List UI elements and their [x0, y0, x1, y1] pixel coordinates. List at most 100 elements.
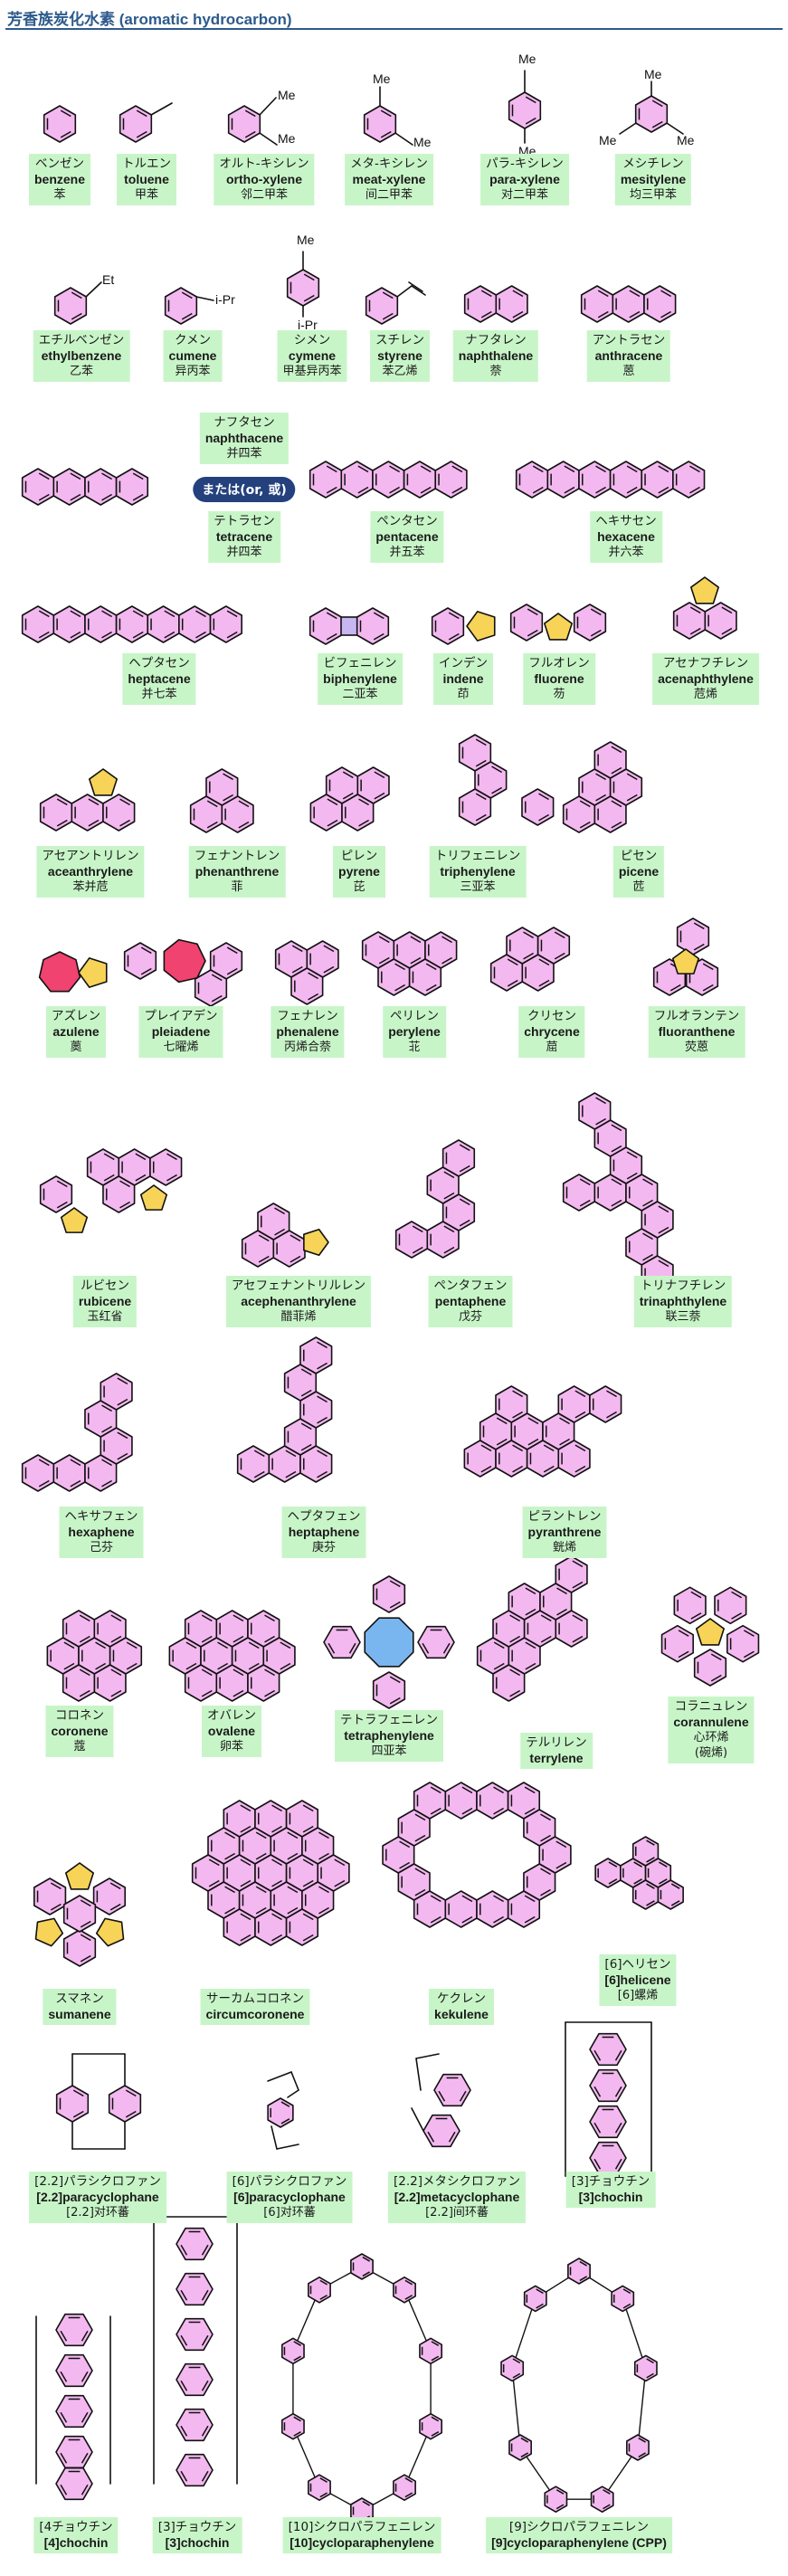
label-pentaphene-en: pentaphene: [434, 1294, 507, 1308]
helicene-structure: [594, 1836, 684, 1910]
label-hexacene-en: hexacene: [597, 529, 655, 544]
methyl-label: Me: [518, 52, 536, 66]
label-pxylene-en: para-xylene: [489, 172, 560, 186]
label-mxylene-cn: 间二甲苯: [365, 188, 413, 202]
pyrene-structure: [309, 766, 390, 832]
label-fluoranthene-en: fluoranthene: [658, 1024, 736, 1039]
label-anthracene-cn: 蒽: [622, 365, 635, 378]
label-anthracene-ja: アントラセン: [592, 333, 666, 347]
label-cymene-en: cymene: [288, 348, 337, 363]
pentaphene-structure: [394, 1139, 476, 1259]
label-corannulene-en: corannulene: [673, 1715, 749, 1729]
label-kekulene-ja: ケクレン: [437, 1991, 486, 2006]
label-chochin3a-ja: [3]チョウチン: [571, 2174, 650, 2189]
label-mxylene-en: meat-xylene: [352, 172, 426, 186]
label-pc22-ja: [2.2]パラシクロファン: [34, 2174, 161, 2189]
methyl-label: Me: [677, 133, 695, 147]
rubicene-structure: [39, 1148, 183, 1233]
page-header: 芳香族炭化水素 (aromatic hydrocarbon): [0, 0, 788, 31]
label-rubicene-ja: ルビセン: [80, 1278, 129, 1293]
label-perylene-en: perylene: [388, 1024, 441, 1039]
label-mc22: [2.2]メタシクロファン[2.2]metacyclophane[2.2]间环蕃: [387, 2172, 527, 2223]
label-naphthalene-en: naphthalene: [458, 348, 534, 363]
mc22-structure: [411, 2053, 471, 2148]
acephenanthrylene-structure: [241, 1202, 329, 1268]
label-picene-cn: 苉: [632, 880, 645, 894]
methyl-label: Me: [373, 71, 391, 86]
label-pxylene-cn: 对二甲苯: [500, 188, 548, 202]
coronene-structure: [46, 1610, 143, 1702]
label-ovalene-en: ovalene: [207, 1724, 256, 1738]
fluoranthene-structure: [652, 917, 719, 996]
label-cumene-cn: 异丙苯: [175, 365, 211, 378]
label-cumene-en: cumene: [168, 348, 217, 363]
label-toluene-cn: 甲苯: [134, 188, 158, 202]
label-acenaphthylene-ja: アセナフチレン: [662, 656, 749, 670]
picene-structure: [562, 741, 643, 833]
pc6-structure: [267, 2071, 299, 2150]
label-benzene-cn: 苯: [53, 188, 66, 202]
label-chochin3b-en: [3]chochin: [165, 2535, 230, 2550]
label-tetraphenylene-cn: 四亚苯: [371, 1744, 407, 1758]
label-azulene-ja: アズレン: [52, 1009, 100, 1023]
label-chochin3b-ja: [3]チョウチン: [157, 2520, 237, 2534]
label-cpp10-en: [10]cycloparaphenylene: [290, 2535, 434, 2550]
label-triphenylene-cn: 三亚苯: [460, 880, 496, 894]
label-hexaphene-cn: 己芬: [89, 1541, 113, 1554]
label-cpp9-en: [9]cycloparaphenylene (CPP): [491, 2535, 667, 2550]
label-heptaphene-ja: ヘプタフェン: [287, 1509, 361, 1524]
azulene-structure: [38, 951, 108, 993]
isopropyl-label: i-Pr: [298, 318, 318, 332]
label-hexaphene-ja: ヘキサフェン: [64, 1509, 138, 1524]
label-pleiadene-ja: プレイアデン: [144, 1009, 218, 1023]
cpp10-structure: [280, 2253, 443, 2524]
label-ethylbenzene-cn: 乙苯: [69, 365, 93, 378]
label-chochin4: [4チョウチン[4]chochin: [33, 2517, 119, 2553]
aceanthrylene-structure: [39, 768, 136, 832]
label-perylene-cn: 苝: [408, 1041, 421, 1054]
label-pleiadene-cn: 七曜烯: [163, 1041, 199, 1054]
heptacene-structure: [21, 605, 242, 643]
label-chrycene-en: chrycene: [524, 1024, 580, 1039]
tetracene-structure: [21, 468, 149, 506]
label-pyrene-ja: ピレン: [340, 849, 378, 863]
label-biphenylene-ja: ビフェニレン: [323, 656, 397, 670]
toluene-structure: [119, 102, 173, 143]
label-cpp10: [10]シクロパラフェニレン[10]cycloparaphenylene: [282, 2517, 441, 2553]
label-pc22-en: [2.2]paracyclophane: [36, 2190, 159, 2204]
label-helicene-en: [6]helicene: [604, 1972, 671, 1987]
label-chochin4-ja: [4チョウチン: [39, 2520, 113, 2534]
or-badge: または(or, 或): [193, 477, 296, 502]
label-corannulene-cn2: (碗烯): [694, 1746, 728, 1760]
methyl-label: Me: [278, 131, 296, 146]
pleiadene-structure: [123, 938, 243, 1007]
label-azulene-en: azulene: [52, 1024, 100, 1039]
title-underline: [5, 28, 783, 30]
label-hexaphene-en: hexaphene: [68, 1525, 135, 1539]
label-cpp10-ja: [10]シクロパラフェニレン: [288, 2520, 436, 2534]
label-toluene-en: toluene: [124, 172, 169, 186]
acenaphthylene-structure: [672, 576, 737, 640]
